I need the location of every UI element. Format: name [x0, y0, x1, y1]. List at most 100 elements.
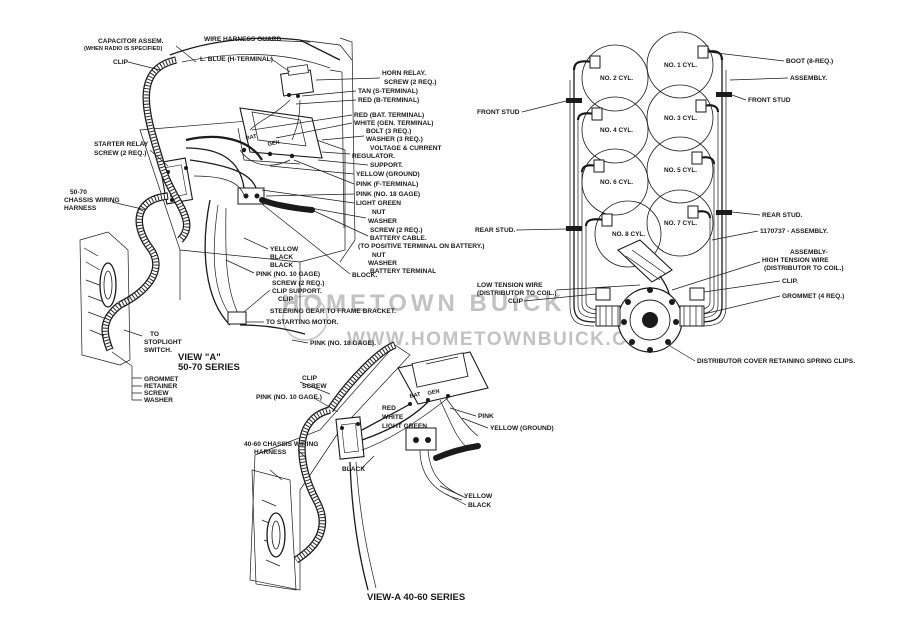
label-light-green: LIGHT GREEN [356, 200, 401, 207]
label-rear-stud-right: REAR STUD. [762, 212, 802, 219]
label-pink-18-gage-b: PINK (NO. 18 GAGE). [310, 340, 376, 347]
label-red-bat-terminal: RED (BAT. TERMINAL) [354, 112, 424, 119]
label-lt-wire-1: LOW TENSION WIRE [477, 282, 543, 289]
rear-stud-right [716, 210, 732, 215]
ignition-coil [617, 239, 673, 283]
label-pink-10-4060: PINK (NO. 10 GAGE.) [256, 394, 322, 401]
label-light-green-4060: LIGHT GREEN [382, 423, 427, 430]
starter-relay-4060 [335, 416, 365, 460]
battery-cable [259, 197, 315, 213]
label-yellow-4060: YELLOW [464, 493, 493, 500]
label-grommet-4req: GROMMET (4 REQ.) [782, 293, 844, 300]
label-black-1: BLACK [270, 254, 293, 261]
front-stud-right [716, 92, 732, 97]
clip-right [689, 287, 705, 301]
label-clip-support: CLIP SUPPORT. [272, 288, 322, 295]
battery-terminal-block [237, 187, 265, 205]
label-screw-2req-c: SCREW (2 REQ.) [370, 227, 422, 234]
label-front-stud-right: FRONT STUD [748, 97, 791, 104]
label-wire-harness-guard: WIRE HARNESS GUARD [204, 36, 282, 43]
label-capacitor-note: (WHEN RADIO IS SPECIFIED) [84, 46, 162, 52]
terminal-block-4060 [405, 427, 437, 451]
label-harness-4060: HARNESS [254, 449, 287, 456]
svg-text:BAT: BAT [245, 134, 258, 142]
grommet [99, 262, 117, 308]
label-battery-cable: BATTERY CABLE. [370, 235, 427, 242]
watermark-url: WWW.HOMETOWNBUICK.COM [347, 329, 661, 350]
label-lblue-h-terminal: L. BLUE (H-TERMINAL) [200, 56, 273, 63]
label-clip-top: CLIP [113, 59, 129, 66]
label-starter-relay: STARTER RELAY [94, 141, 149, 148]
label-clip-left: CLIP [508, 298, 524, 305]
label-washer-3req: WASHER (3 REQ.) [366, 136, 423, 143]
label-gen-4060: GEN [427, 389, 440, 397]
label-yellow: YELLOW [270, 246, 299, 253]
view-40-60-drawing: BAT GEN [249, 341, 489, 591]
label-pink-4060: PINK [478, 413, 494, 420]
label-nut-2: NUT [372, 252, 386, 259]
label-support: SUPPORT. [370, 162, 403, 169]
view-5070-title-2: 50-70 SERIES [178, 362, 240, 373]
label-stoplight: STOPLIGHT [144, 339, 182, 346]
clip-support [227, 311, 247, 325]
grommet-left [595, 305, 621, 327]
grommet-4060 [266, 512, 286, 558]
label-clip-lower: CLIP [302, 375, 318, 382]
label-red-4060: RED [382, 405, 396, 412]
label-battery-note: (TO POSITIVE TERMINAL ON BATTERY.) [358, 243, 485, 250]
svg-text:GEN: GEN [267, 140, 280, 148]
watermark: HOMETOWN BUICK WWW.HOMETOWNBUICK.COM [282, 290, 661, 350]
label-steering-bracket: STEERING GEAR TO FRAME BRACKET. [270, 308, 396, 315]
watermark-brand: HOMETOWN BUICK [282, 290, 566, 317]
view-50-70-drawing: BAT GEN [79, 37, 356, 366]
label-battery-terminal: BATTERY TERMINAL [370, 268, 436, 275]
label-white-gen-terminal: WHITE (GEN. TERMINAL) [354, 120, 433, 127]
label-to: TO [150, 331, 159, 338]
view-4060-title: VIEW-A 40-60 SERIES [367, 592, 465, 603]
label-washer-3: WASHER [144, 397, 173, 404]
label-chassis-wiring: CHASSIS WIRING [64, 197, 120, 204]
label-ht-wire-1: ASSEMBLY- [790, 249, 828, 256]
label-rear-stud-left: REAR STUD. [475, 227, 515, 234]
clip-left [595, 287, 611, 301]
view-50-70-labels: CAPACITOR ASSEM. (WHEN RADIO IS SPECIFIE… [64, 36, 485, 404]
cowl-wall [79, 231, 131, 366]
label-black-2: BLACK [270, 262, 293, 269]
label-to-starting-motor: TO STARTING MOTOR. [266, 319, 338, 326]
label-yellow-ground: YELLOW (GROUND) [356, 171, 420, 178]
label-clip-mid: CLIP [278, 296, 294, 303]
label-bat-4060: BAT [409, 392, 422, 400]
label-nut: NUT [372, 209, 386, 216]
label-chassis-4060: 40-60 CHASSIS WIRING [244, 441, 318, 448]
cyl-label-2: NO. 2 CYL. [600, 75, 633, 82]
label-capacitor: CAPACITOR ASSEM. [98, 38, 164, 45]
ignition-labels: NO. 2 CYL. NO. 4 CYL. NO. 6 CYL. NO. 8 C… [475, 51, 855, 365]
cyl-label-3: NO. 3 CYL. [664, 115, 697, 122]
label-part-no: 1170737 - ASSEMBLY. [760, 228, 828, 235]
label-screw: SCREW [144, 390, 169, 397]
label-distributor-clips: DISTRIBUTOR COVER RETAINING SPRING CLIPS… [697, 358, 855, 365]
label-black-4060: BLACK [342, 466, 365, 473]
grommet-right [679, 305, 705, 327]
rear-stud-left [566, 226, 582, 231]
label-horn-relay: HORN RELAY. [382, 70, 426, 77]
distributor [617, 287, 683, 353]
label-assembly: ASSEMBLY. [790, 75, 827, 82]
label-grommet: GROMMET [144, 376, 178, 383]
label-washer-2: WASHER [368, 260, 397, 267]
label-tan-s-terminal: TAN (S-TERMINAL) [358, 88, 418, 95]
cyl-label-7: NO. 7 CYL. [664, 220, 697, 227]
voltage-regulator: BAT GEN [237, 107, 323, 165]
label-switch: SWITCH. [144, 347, 172, 354]
label-pink-f-terminal: PINK (F-TERMINAL) [356, 181, 418, 188]
cyl-label-5: NO. 5 CYL. [664, 167, 697, 174]
fender-edge [169, 37, 341, 61]
label-clip-right: CLIP. [782, 278, 798, 285]
label-voltage-current: VOLTAGE & CURRENT [370, 145, 442, 152]
cyl-label-4: NO. 4 CYL. [600, 127, 633, 134]
label-block: BLOCK. [352, 272, 377, 279]
label-bolt-3req: BOLT (3 REQ.) [366, 128, 411, 135]
label-harness: HARNESS [64, 205, 97, 212]
